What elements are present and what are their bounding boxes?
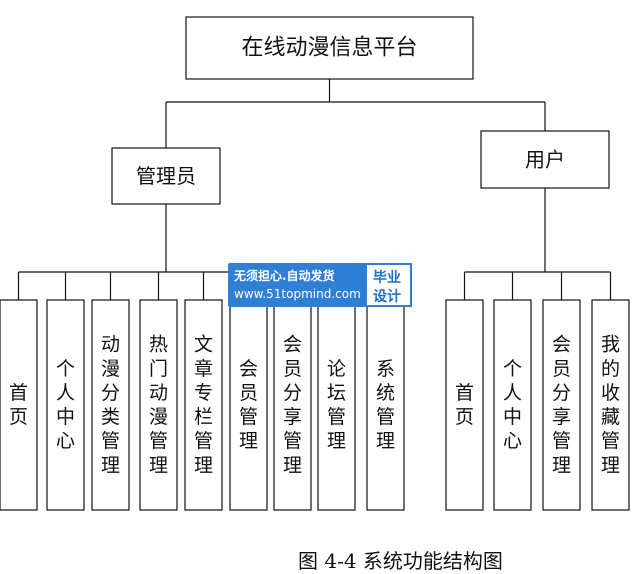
admin-child-label: 热门动漫管理 (149, 334, 168, 477)
root-node-label: 在线动漫信息平台 (241, 36, 417, 61)
user-node (480, 130, 610, 189)
admin-child-label: 系统管理 (376, 358, 395, 452)
admin-child-node (139, 299, 178, 511)
watermark-badge-line2: 设计 (373, 289, 401, 305)
admin-child-node (273, 299, 312, 511)
user-node-label: 用户 (525, 148, 565, 172)
admin-child-label: 首页 (9, 382, 28, 428)
admin-child-node (46, 299, 85, 511)
user-child-node (591, 299, 630, 511)
admin-node (111, 147, 221, 205)
admin-child-label: 动漫分类管理 (101, 334, 120, 477)
admin-child-label: 论坛管理 (327, 358, 346, 452)
user-child-label: 首页 (455, 382, 474, 428)
admin-child-node (91, 299, 130, 511)
admin-child-label: 个人中心 (56, 358, 75, 452)
figure-caption: 图 4-4 系统功能结构图 (298, 549, 503, 573)
admin-child-label: 会员管理 (239, 358, 258, 452)
watermark-badge: 毕业 设计 (365, 263, 412, 307)
admin-child-node (0, 299, 38, 511)
admin-child-node (366, 299, 405, 511)
user-child-node (542, 299, 581, 511)
user-child-label: 会员分享管理 (552, 334, 571, 477)
user-child-label: 个人中心 (503, 358, 522, 452)
admin-child-node (184, 299, 223, 511)
admin-child-label: 文章专栏管理 (194, 334, 213, 477)
watermark-banner: 无须担心.自动发货 www.51topmind.com 毕业 设计 (228, 263, 412, 307)
watermark-badge-line1: 毕业 (373, 270, 401, 286)
user-child-label: 我的收藏管理 (601, 334, 620, 477)
admin-child-label: 会员分享管理 (283, 334, 302, 477)
user-child-node (445, 299, 484, 511)
admin-node-label: 管理员 (136, 164, 196, 188)
admin-child-node (317, 299, 356, 511)
admin-child-node (229, 299, 268, 511)
watermark-slogan: 无须担心.自动发货 (234, 269, 335, 283)
watermark-url: www.51topmind.com (234, 287, 361, 301)
user-child-node (493, 299, 532, 511)
root-node (185, 16, 474, 80)
